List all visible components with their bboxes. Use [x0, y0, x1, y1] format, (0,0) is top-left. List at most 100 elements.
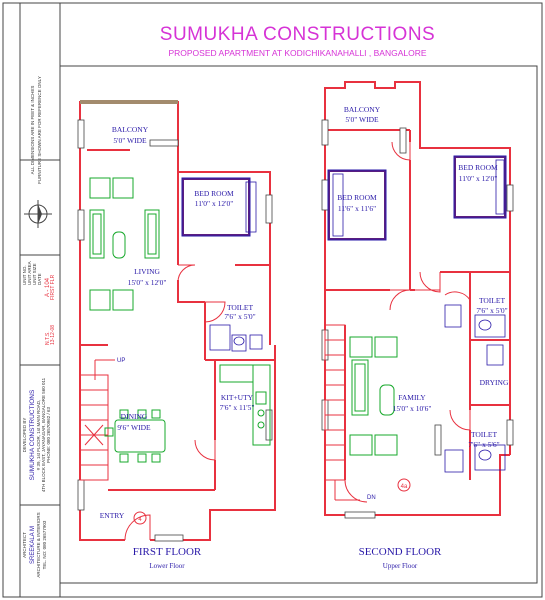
window — [77, 479, 85, 511]
sofa-set — [349, 336, 398, 456]
north-arrow-icon — [24, 200, 52, 228]
room-size-bedroom-2: 11'0" x 12'0" — [459, 174, 498, 183]
room-size-living: 15'0" x 12'0" — [128, 278, 167, 287]
scale-label: DATE — [37, 273, 42, 285]
toilet-fixtures — [209, 324, 263, 352]
stair-up-label: UP — [117, 358, 125, 364]
unit-marker-circle — [397, 478, 411, 492]
room-size-bedroom: 11'0" x 12'0" — [195, 199, 234, 208]
room-label-toilet-1: TOILET — [479, 296, 506, 305]
toilet1-door — [444, 291, 471, 301]
room-label-bedroom-1: BED ROOM — [337, 193, 377, 202]
staircase — [79, 359, 115, 481]
balcony-wall — [324, 81, 421, 130]
window — [265, 194, 273, 224]
first-floor-plan: BALCONY 5'0" WIDE BED ROOM 11'0" x 12'0"… — [77, 100, 276, 570]
room-label-bedroom-2: BED ROOM — [458, 163, 498, 172]
client-label: DEVELOPED BY — [22, 418, 27, 453]
scale-label: UNIT NO. — [22, 265, 27, 285]
room-size-balcony: 5'0" WIDE — [345, 115, 379, 124]
room-label-entry: ENTRY — [100, 511, 125, 520]
scale-value: N.T.S. — [45, 331, 51, 345]
balcony-door — [149, 139, 179, 147]
room-size-dining: 9'6" WIDE — [117, 423, 151, 432]
bedroom2-door — [419, 271, 441, 293]
toilet2-door — [449, 409, 471, 431]
second-floor-plan: BALCONY 5'0" WIDE BED ROOM 11'6" x 11'6"… — [321, 81, 514, 570]
architect-phone: TEL. NO: 080 26577903 — [42, 520, 47, 569]
drawing-subtitle: PROPOSED APARTMENT AT KODICHIKANAHALLI ,… — [168, 48, 427, 58]
room-label-living: LIVING — [134, 267, 160, 276]
balcony-railing — [80, 100, 178, 104]
wall-bottom — [150, 345, 276, 541]
unit-floor: FIRST FLR — [50, 274, 56, 300]
architect-sub: ARCHITECTURE & INTERIORS — [36, 512, 41, 577]
bed — [181, 177, 257, 237]
room-label-family: FAMILY — [398, 393, 426, 402]
room-size-toilet-1: 7'6" x 5'0" — [476, 306, 507, 315]
stair-down-label: DN — [367, 495, 376, 501]
dining-table — [104, 409, 166, 463]
room-size-balcony: 5'0" WIDE — [113, 136, 147, 145]
kitchen-counter — [219, 364, 271, 446]
kitchen-door — [194, 439, 216, 461]
room-label-drying: DRYING — [480, 378, 509, 387]
balcony-door — [391, 141, 411, 161]
window — [77, 119, 85, 149]
bed-2 — [453, 155, 507, 219]
scale-label: UNIT AREA — [27, 261, 32, 285]
unit-marker: 4 — [138, 517, 142, 523]
first-floor-caption: FIRST FLOOR — [133, 546, 202, 558]
title-block: ALL DIMENSIONS ARE IN FEET & INCHES FURN… — [20, 76, 60, 578]
room-label-balcony: BALCONY — [112, 125, 149, 134]
room-label-dining: DINING — [121, 412, 148, 421]
room-size-family: 15'0" x 10'6" — [393, 404, 432, 413]
drawing-title: SUMUKHA CONSTRUCTIONS — [159, 24, 436, 45]
room-size-toilet-2: 7'6" x 5'6" — [468, 440, 499, 449]
notes-line-a: ALL DIMENSIONS ARE IN FEET & INCHES — [30, 86, 35, 175]
bedroom-bottom-wall — [177, 280, 205, 303]
unit-marker-circle — [133, 511, 147, 525]
bedroom1-door — [389, 289, 411, 311]
room-label-kitchen: KIT+UTY — [221, 393, 254, 402]
window — [506, 184, 514, 212]
window — [265, 409, 273, 441]
room-size-toilet: 7'6" x 5'0" — [224, 312, 255, 321]
staircase — [324, 324, 360, 501]
unit-marker: 4a — [401, 484, 408, 490]
unit-number: A - 104 — [45, 277, 51, 297]
architect-name: SREEKALA M — [30, 526, 36, 564]
room-label-toilet-2: TOILET — [471, 430, 498, 439]
company-address-1: # 39, 1st FLOOR, 1st MAIN ROAD, — [36, 400, 41, 471]
toilet-door — [204, 301, 226, 323]
room-label-balcony: BALCONY — [344, 105, 381, 114]
window — [399, 127, 407, 154]
room-label-toilet: TOILET — [227, 303, 254, 312]
room-size-bedroom-1: 11'6" x 11'6" — [338, 204, 376, 213]
window — [77, 209, 85, 241]
toilet-fixtures — [444, 304, 506, 473]
window — [154, 534, 184, 542]
window — [321, 119, 329, 146]
bedroom-door — [177, 264, 196, 283]
stair-door — [344, 479, 368, 503]
company-phone: PHONE: 080 26570962 / 63 — [46, 406, 51, 463]
sofa-set — [89, 177, 160, 311]
room-size-kitchen: 7'6" x 11'5" — [220, 403, 255, 412]
window — [506, 419, 514, 446]
bed-1 — [327, 169, 387, 241]
window — [321, 179, 329, 211]
notes-line-b: FURNITURE SHOWN ARE FOR REFERENCE ONLY — [37, 76, 42, 184]
window — [434, 424, 442, 456]
wall-bottom — [375, 454, 510, 516]
first-floor-subcaption: Lower Floor — [149, 562, 185, 570]
company-address-2: 4TH BLOCK EAST, JAYANAGAR, BANGALORE 560… — [41, 377, 46, 492]
second-floor-caption: SECOND FLOOR — [359, 546, 442, 558]
wall-right — [419, 130, 511, 455]
entry-door — [124, 514, 151, 541]
window — [344, 511, 376, 519]
architect-label: ARCHITECT — [22, 532, 27, 558]
